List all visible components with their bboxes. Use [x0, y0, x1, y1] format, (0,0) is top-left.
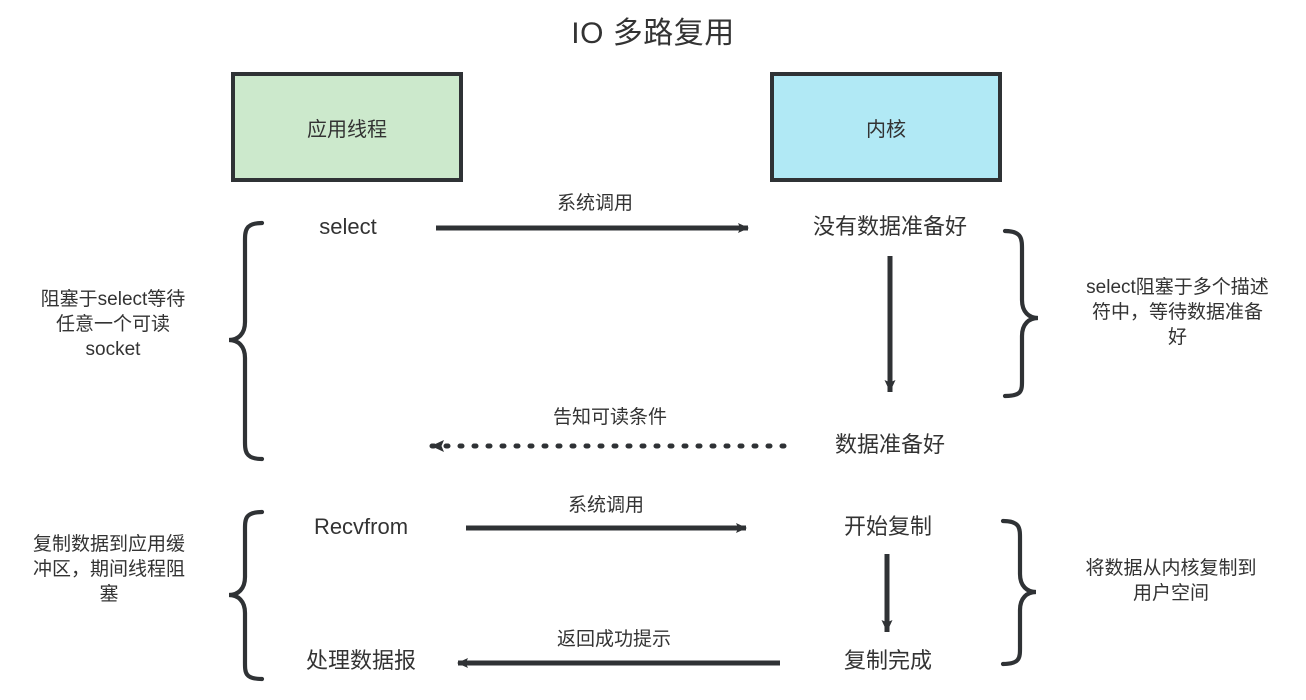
- note-right-top: select阻塞于多个描述 符中，等待数据准备 好: [1086, 277, 1269, 349]
- edge-label-syscall-recvfrom: 系统调用: [567, 495, 644, 516]
- box-kernel: 内核: [770, 72, 1002, 182]
- edge-label-syscall-select: 系统调用: [556, 193, 633, 214]
- node-start-copy: 开始复制: [843, 514, 932, 539]
- edge-label-notify-readable: 告知可读条件: [552, 407, 667, 428]
- edge-label-return-success: 返回成功提示: [556, 629, 671, 650]
- node-recvfrom: Recvfrom: [313, 514, 409, 539]
- node-data-ready: 数据准备好: [834, 432, 945, 457]
- box-app-thread: 应用线程: [231, 72, 463, 182]
- box-kernel-label: 内核: [866, 118, 906, 141]
- note-right-bottom: 将数据从内核复制到 用户空间: [1085, 558, 1257, 605]
- note-left-top: 阻塞于select等待 任意一个可读 socket: [40, 289, 186, 361]
- brace-right-bottom: [1000, 518, 1037, 667]
- brace-left-top: [228, 220, 265, 462]
- brace-right-top: [1002, 228, 1039, 399]
- brace-left-bottom: [228, 509, 265, 682]
- box-app-thread-label: 应用线程: [307, 118, 387, 141]
- node-process-datagram: 处理数据报: [305, 648, 416, 673]
- page-title: IO 多路复用: [571, 17, 735, 50]
- node-select: select: [319, 214, 377, 239]
- node-no-data-ready: 没有数据准备好: [812, 214, 967, 239]
- node-copy-done: 复制完成: [843, 648, 932, 673]
- note-left-bottom: 复制数据到应用缓 冲区，期间线程阻 塞: [32, 534, 185, 606]
